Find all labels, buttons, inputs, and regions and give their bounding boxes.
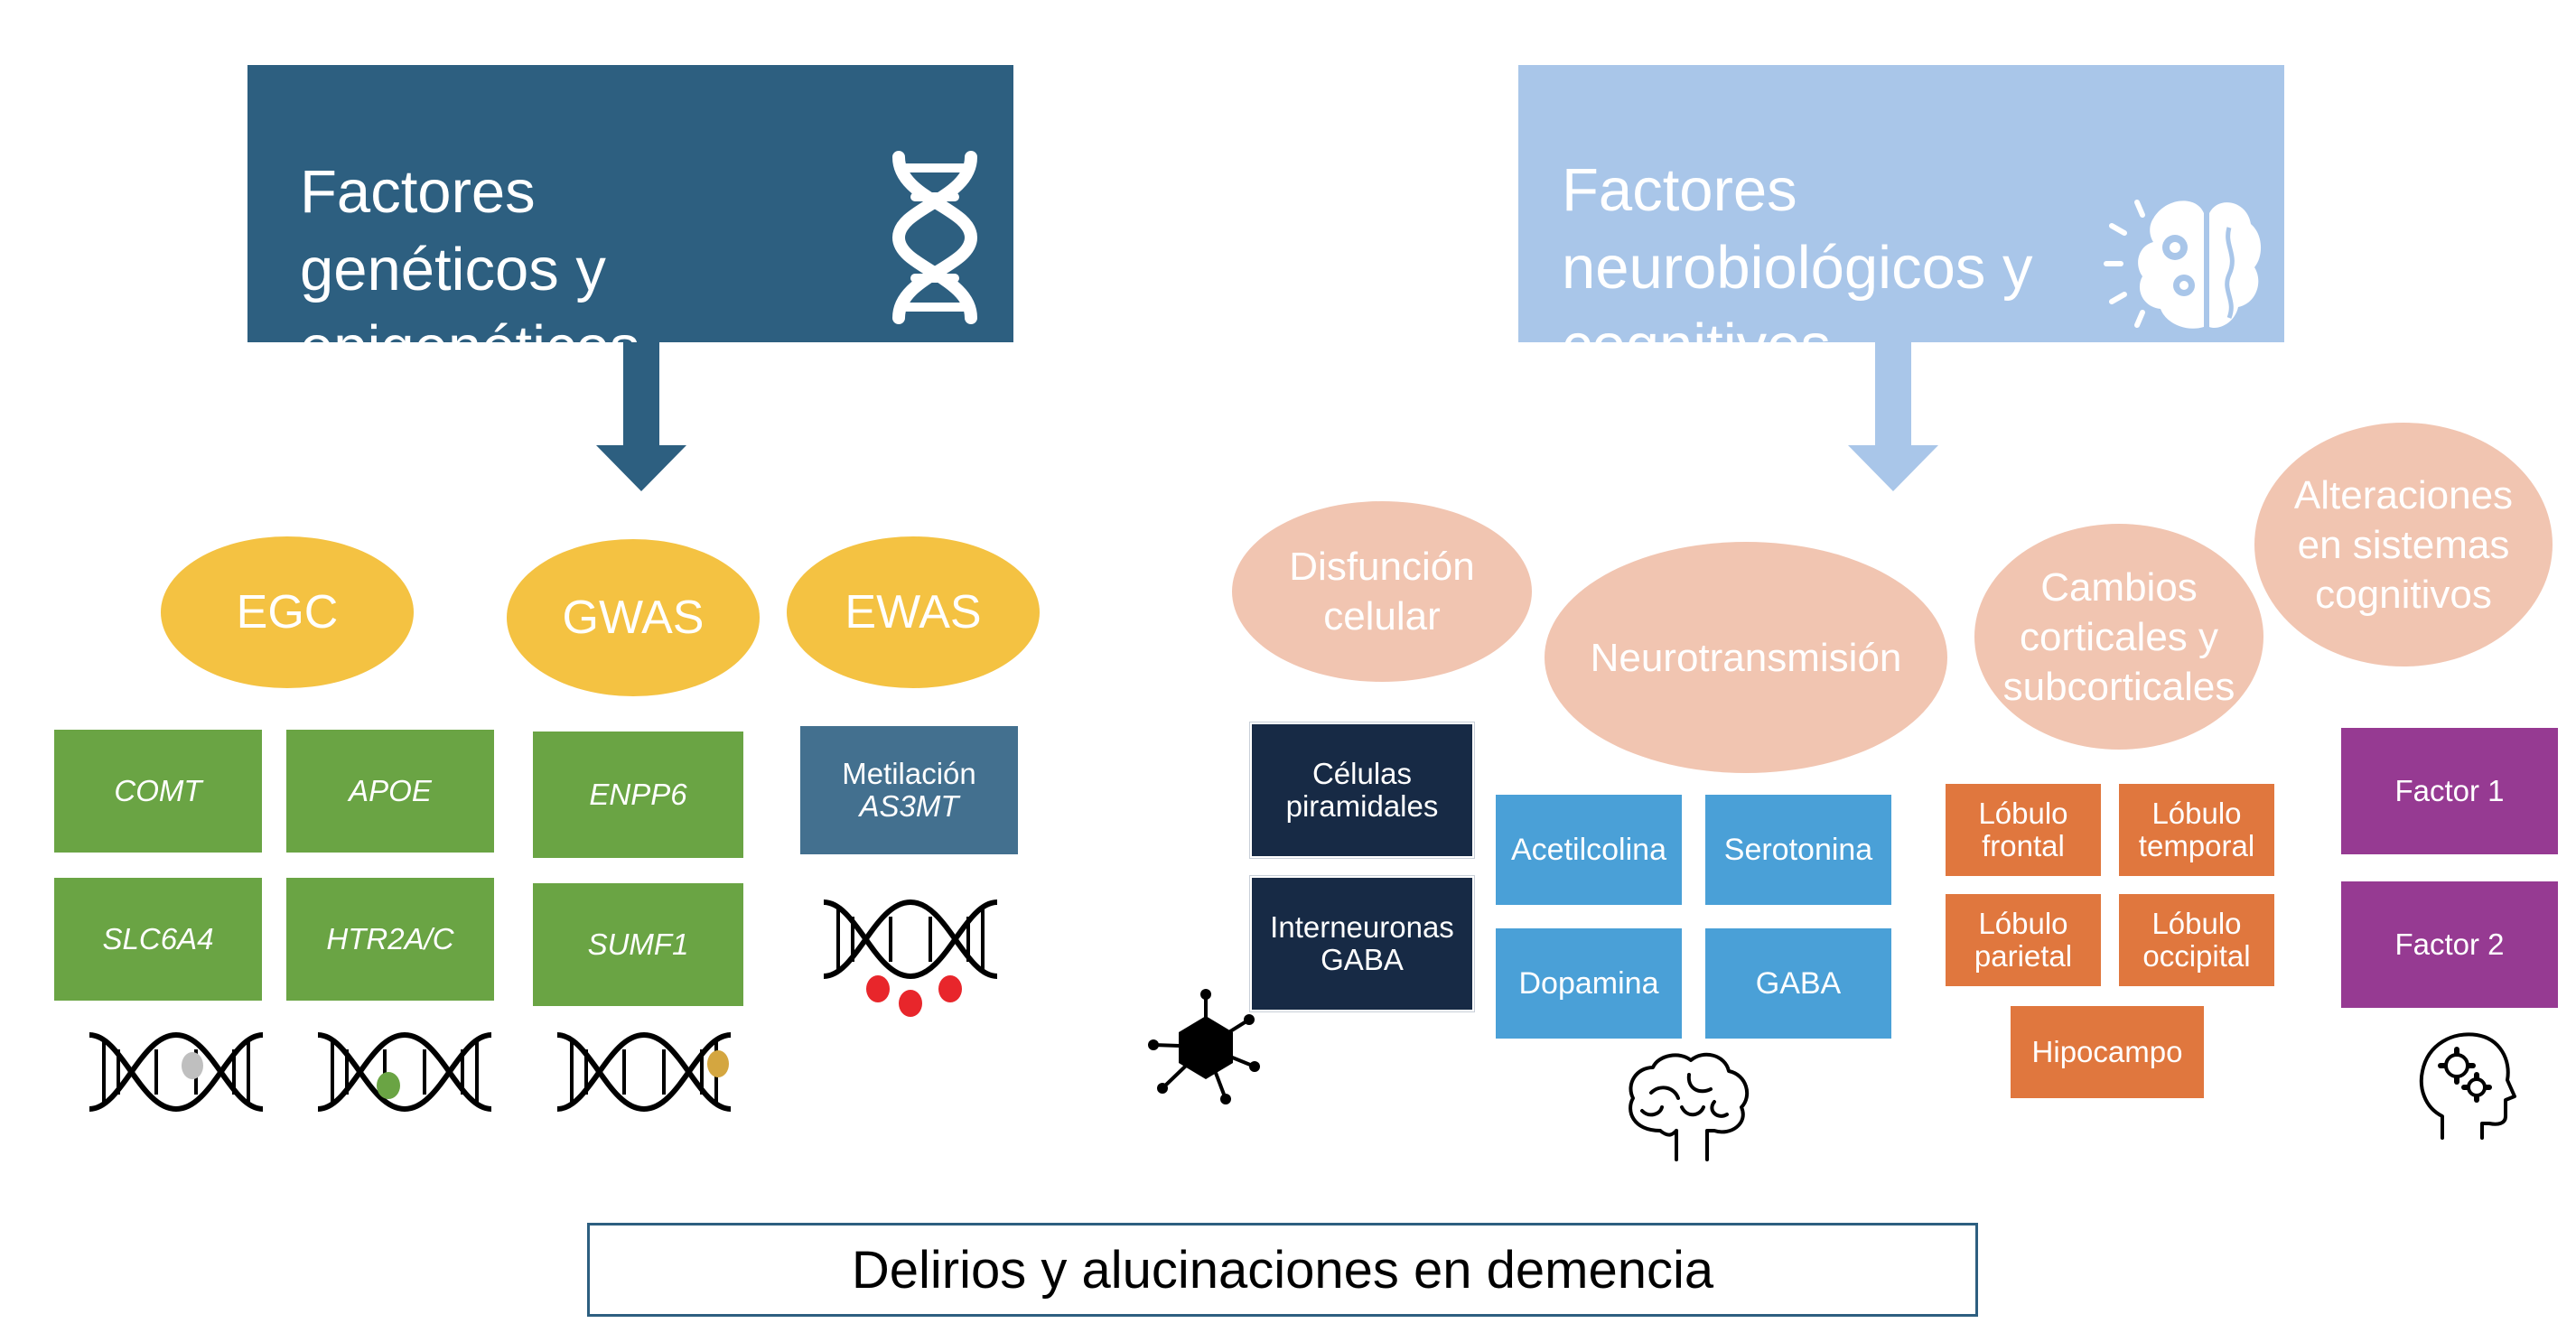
neurotransmitter-label: Acetilcolina [1511,833,1666,867]
gene-box-sumf1: SUMF1 [533,883,743,1006]
snp-marker [182,1052,203,1079]
methylated-dna-icon [823,899,998,1017]
gwas-label: GWAS [562,592,705,644]
neurotransmission-ellipse: Neurotransmisión [1545,542,1947,773]
genetic-factors-header: Factores genéticos y epigenéticos [247,65,1013,381]
cortical-changes-line-3: subcorticales [2002,664,2235,709]
pyramidal-line-2: piramidales [1285,789,1439,823]
factor-label: Factor 1 [2394,774,2505,807]
parietal-lobe-box: Lóbulo parietal [1946,894,2101,986]
lobe-line-1: Lóbulo [2151,797,2242,830]
genetic-header-line-1: Factores [300,158,536,226]
snp-marker [377,1072,400,1099]
gwas-ellipse: GWAS [507,539,760,696]
hippocampus-label: Hipocampo [2031,1035,2183,1068]
serotonin-box: Serotonina [1705,795,1891,905]
methyl-group [899,990,922,1017]
gaba-interneurons-box: Interneuronas GABA [1250,876,1474,1011]
gene-box-apoe: APOE [286,730,494,853]
gene-label: ENPP6 [589,778,687,811]
gene-label: HTR2A/C [326,922,454,955]
ewas-label: EWAS [845,586,982,638]
gene-label: COMT [114,774,202,807]
methyl-group [866,975,890,1002]
lobe-line-2: occipital [2142,939,2251,973]
lobe-line-1: Lóbulo [1978,907,2068,940]
pyramidal-cells-box: Células piramidales [1250,722,1474,858]
cognitive-alterations-line-2: en sistemas [2297,522,2510,567]
neuro-header-line-1: Factores [1562,156,1797,224]
gene-label: SUMF1 [587,927,689,961]
outcome-box: Delirios y alucinaciones en demencia [587,1223,1978,1317]
methylation-line-1: Metilación [842,757,976,790]
hippocampus-box: Hipocampo [2011,1006,2204,1098]
neurobiological-arrow [1848,342,1938,491]
dna-strand-icon [556,1031,732,1113]
brain-icon [1629,1052,1750,1161]
frontal-lobe-box: Lóbulo frontal [1946,784,2101,876]
lobe-line-1: Lóbulo [1978,797,2068,830]
lobe-line-1: Lóbulo [2151,907,2242,940]
gaba-box: GABA [1705,928,1891,1039]
lobe-line-2: parietal [1974,939,2073,973]
cognitive-alterations-ellipse: Alteraciones en sistemas cognitivos [2254,423,2553,666]
cognitive-alterations-line-1: Alteraciones [2293,472,2514,517]
lobe-line-2: temporal [2138,829,2255,862]
occipital-lobe-box: Lóbulo occipital [2119,894,2274,986]
brain-gears-icon [2104,200,2262,329]
virus-icon [1148,989,1260,1104]
neurotransmission-label: Neurotransmisión [1590,635,1902,680]
cellular-dysfunction-ellipse: Disfunción celular [1232,501,1532,682]
temporal-lobe-box: Lóbulo temporal [2119,784,2274,876]
egc-label: EGC [236,586,339,638]
pyramidal-line-1: Células [1311,757,1413,790]
cellular-dysfunction-line-2: celular [1323,594,1441,638]
neuro-header-line-2: neurobiológicos y [1562,234,2033,302]
genetic-header-line-2: genéticos y [300,236,606,303]
gene-box-comt: COMT [54,730,262,853]
dopamine-box: Dopamina [1496,928,1682,1039]
genetic-header-line-3: epigenéticos [300,313,640,381]
ewas-ellipse: EWAS [787,536,1040,688]
neurotransmitter-label: Serotonina [1723,833,1873,867]
neuro-header-line-3: cognitivos [1562,312,1831,379]
outcome-label: Delirios y alucinaciones en demencia [851,1240,1714,1300]
methyl-group [938,975,962,1002]
factor-label: Factor 2 [2394,927,2505,961]
cortical-changes-line-1: Cambios [2040,564,2198,610]
cortical-changes-ellipse: Cambios corticales y subcorticales [1974,524,2263,750]
neurotransmitter-label: Dopamina [1518,966,1659,1001]
dna-icon [891,151,978,324]
factor-1-box: Factor 1 [2341,728,2558,854]
methylation-line-2: AS3MT [859,789,959,823]
interneurons-line-1: Interneuronas [1270,910,1454,944]
acetylcholine-box: Acetilcolina [1496,795,1682,905]
genetic-arrow [596,342,686,491]
dna-strand-icon [317,1031,492,1113]
gene-label: SLC6A4 [102,922,214,955]
methylation-box: Metilación AS3MT [800,726,1018,854]
interneurons-line-2: GABA [1321,943,1404,976]
gene-box-enpp6: ENPP6 [533,732,743,858]
lobe-line-2: frontal [1982,829,2065,862]
egc-ellipse: EGC [161,536,414,688]
factor-2-box: Factor 2 [2341,881,2558,1008]
neurotransmitter-label: GABA [1755,966,1842,1001]
gene-box-htr2ac: HTR2A/C [286,878,494,1001]
cellular-dysfunction-line-1: Disfunción [1289,545,1475,589]
cognitive-alterations-line-3: cognitivos [2315,572,2492,617]
snp-marker [707,1050,729,1077]
dna-strand-icon [89,1031,264,1113]
cortical-changes-line-2: corticales y [2019,614,2219,659]
gene-box-slc6a4: SLC6A4 [54,878,262,1001]
head-gears-icon [2419,1032,2516,1140]
gene-label: APOE [349,774,432,807]
